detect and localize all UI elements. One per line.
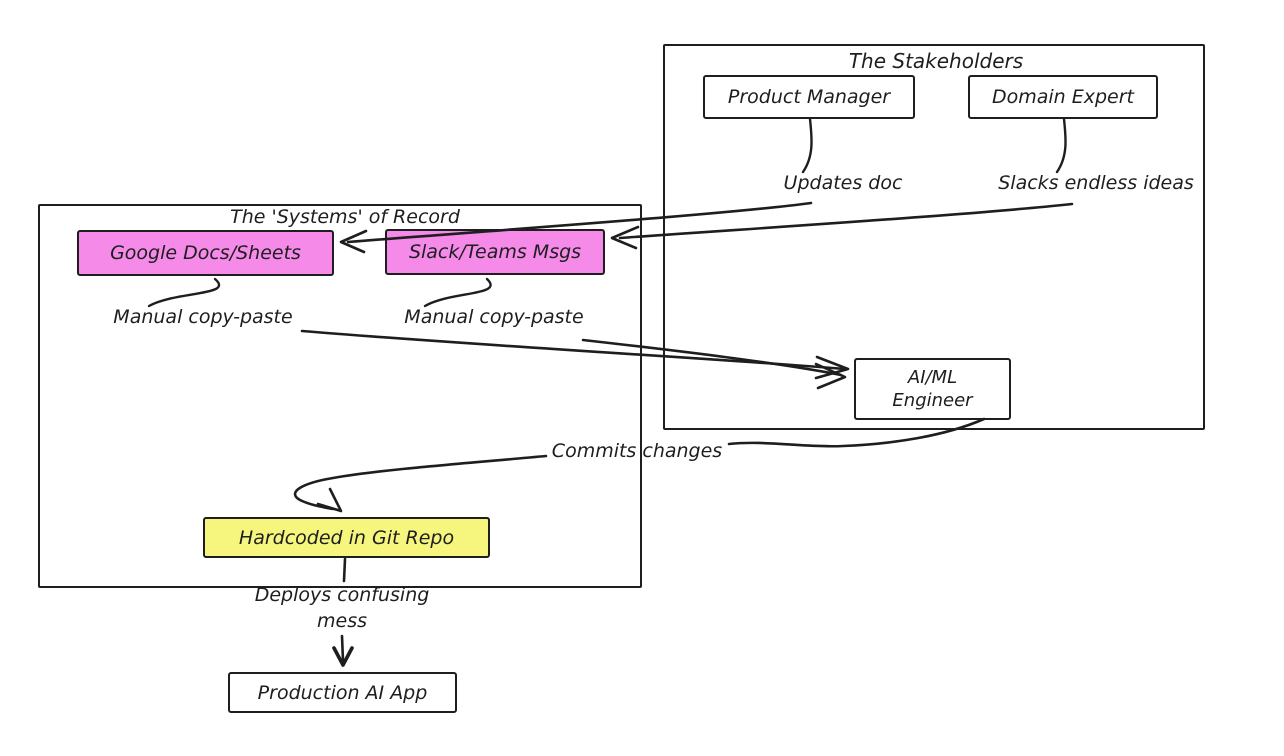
node-google-docs-sheets-label: Google Docs/Sheets — [110, 242, 301, 264]
systems-title: The 'Systems' of Record — [230, 206, 460, 228]
container-systems-of-record — [38, 204, 642, 588]
node-domain-expert-label: Domain Expert — [991, 86, 1135, 108]
node-product-manager-label: Product Manager — [727, 86, 891, 108]
label-deploys-line1: Deploys confusing — [254, 584, 430, 606]
label-deploys-line2: mess — [317, 610, 367, 632]
label-manual-copy-paste-right: Manual copy-paste — [404, 306, 584, 328]
edge-deploy-lower-segment — [340, 634, 345, 663]
node-domain-expert: Domain Expert — [968, 75, 1158, 119]
node-git-repo: Hardcoded in Git Repo — [203, 517, 490, 558]
node-aiml-engineer-label-line2: Engineer — [892, 390, 973, 411]
node-slack-teams-msgs: Slack/Teams Msgs — [385, 229, 605, 275]
arrowhead-production-app — [332, 646, 354, 667]
node-aiml-engineer: AI/ML Engineer — [854, 358, 1011, 420]
label-manual-copy-paste-left: Manual copy-paste — [113, 306, 293, 328]
node-product-manager: Product Manager — [703, 75, 915, 119]
label-deploys-confusing-mess: Deploys confusing mess — [255, 582, 430, 634]
stakeholders-title: The Stakeholders — [848, 49, 1024, 73]
node-production-ai-app-label: Production AI App — [257, 681, 428, 704]
label-updates-doc: Updates doc — [783, 172, 903, 194]
node-aiml-engineer-label-line1: AI/ML — [907, 367, 958, 388]
node-slack-teams-msgs-label: Slack/Teams Msgs — [408, 241, 582, 263]
label-slacks-endless-ideas: Slacks endless ideas — [998, 172, 1194, 194]
node-git-repo-label: Hardcoded in Git Repo — [238, 526, 455, 549]
label-commits-changes: Commits changes — [551, 440, 723, 462]
node-google-docs-sheets: Google Docs/Sheets — [77, 230, 334, 276]
node-production-ai-app: Production AI App — [228, 672, 457, 713]
